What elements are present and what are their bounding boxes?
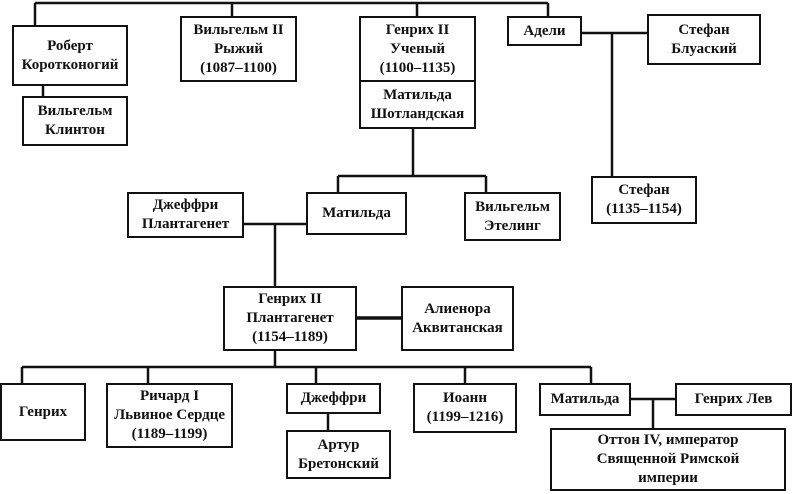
connector xyxy=(630,397,675,428)
connector xyxy=(336,128,488,192)
name: Вильгельм xyxy=(475,198,550,215)
connector xyxy=(33,1,550,25)
name: Стефан xyxy=(678,21,730,38)
name: Оттон IV, император xyxy=(597,432,739,448)
name: Генрих II xyxy=(258,291,322,307)
name: Вильгельм II xyxy=(193,21,284,38)
person-john: Иоанн (1199–1216) xyxy=(413,383,517,433)
name: Стефан xyxy=(618,182,670,198)
name: Роберт xyxy=(47,37,93,54)
name: Львиное Сердце xyxy=(113,407,226,423)
connector xyxy=(581,31,647,176)
person-matilda-2: Матильда xyxy=(539,383,631,416)
name: Артур xyxy=(317,436,360,453)
name: Джеффри xyxy=(152,197,219,213)
name: Рыжий xyxy=(213,40,264,57)
name: Плантагенет xyxy=(246,310,334,326)
name: Коротконогий xyxy=(21,56,119,73)
dates: (1100–1135) xyxy=(379,59,456,76)
name: Генрих II xyxy=(385,21,450,38)
title: империи xyxy=(638,470,698,486)
name: Шотландская xyxy=(370,105,465,122)
name: Генрих Лев xyxy=(694,391,773,407)
name: Плантагенет xyxy=(141,216,230,232)
person-adeli: Адели xyxy=(507,16,582,46)
name: Аквитанская xyxy=(412,319,503,336)
person-henry-young: Генрих xyxy=(0,383,86,441)
name: Матильда xyxy=(550,391,620,407)
dates: (1199–1216) xyxy=(426,409,504,425)
connector xyxy=(243,222,306,286)
dates: (1087–1100) xyxy=(200,59,277,76)
name: Ричард I xyxy=(139,388,200,404)
name: Блуаский xyxy=(671,40,737,57)
name: Матильда xyxy=(322,205,391,221)
person-richard: Ричард I Львиное Сердце (1189–1199) xyxy=(106,383,233,448)
name: Иоанн xyxy=(443,390,487,406)
name: Бретонский xyxy=(298,455,379,472)
name: Этелинг xyxy=(484,217,541,234)
connector xyxy=(20,350,593,383)
name: Клинтон xyxy=(45,122,105,138)
name: Вильгельм xyxy=(37,103,113,119)
person-matilda: Матильда xyxy=(306,192,407,235)
person-geoffrey: Джеффри xyxy=(286,383,381,414)
name: Ученый xyxy=(389,40,446,57)
dates: (1135–1154) xyxy=(606,201,682,217)
person-henry-2: Генрих II Плантагенет (1154–1189) xyxy=(223,286,357,351)
name: Генрих xyxy=(18,403,68,420)
name: Адели xyxy=(523,22,566,39)
title: Священной Римской xyxy=(596,451,740,467)
name: Джеффри xyxy=(300,390,367,406)
person-henry-1: Генрих II Ученый (1100–1135) xyxy=(359,16,476,82)
dates: (1154–1189) xyxy=(252,329,328,345)
person-henry-lion: Генрих Лев xyxy=(675,383,792,416)
person-wilhelm-2: Вильгельм II Рыжий (1087–1100) xyxy=(180,16,297,82)
name: Матильда xyxy=(383,86,452,103)
name: Алиенора xyxy=(424,300,491,317)
person-stefan: Стефан (1135–1154) xyxy=(591,176,697,224)
dates: (1189–1199) xyxy=(131,426,208,442)
